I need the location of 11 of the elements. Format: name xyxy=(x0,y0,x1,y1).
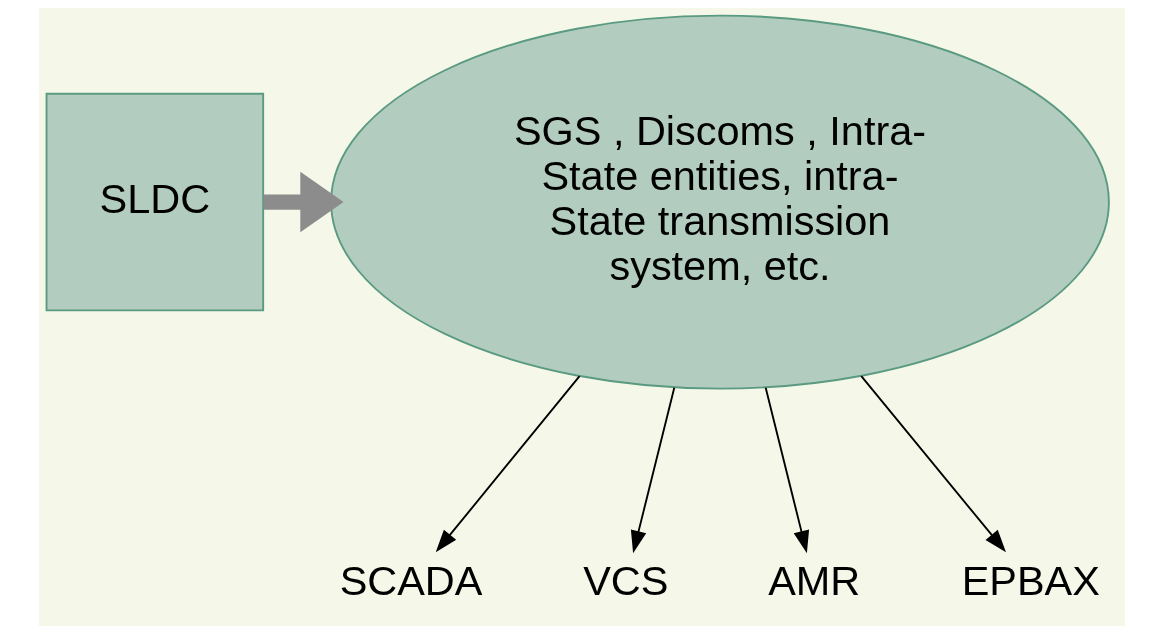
arrow xyxy=(630,386,675,554)
arrow xyxy=(764,386,809,554)
node-text: EPBAX xyxy=(961,557,1100,605)
node-ellipse: SGS , Discoms , Intra- State entities, intra- State transmission system, etc. xyxy=(329,14,1110,390)
arrow xyxy=(859,375,1006,553)
node-box: SLDC xyxy=(45,92,264,312)
arrow xyxy=(435,375,580,553)
node-text: VCS xyxy=(582,557,668,605)
arrow xyxy=(263,171,344,233)
node-text: AMR xyxy=(767,557,860,605)
node-text: SCADA xyxy=(339,557,482,605)
